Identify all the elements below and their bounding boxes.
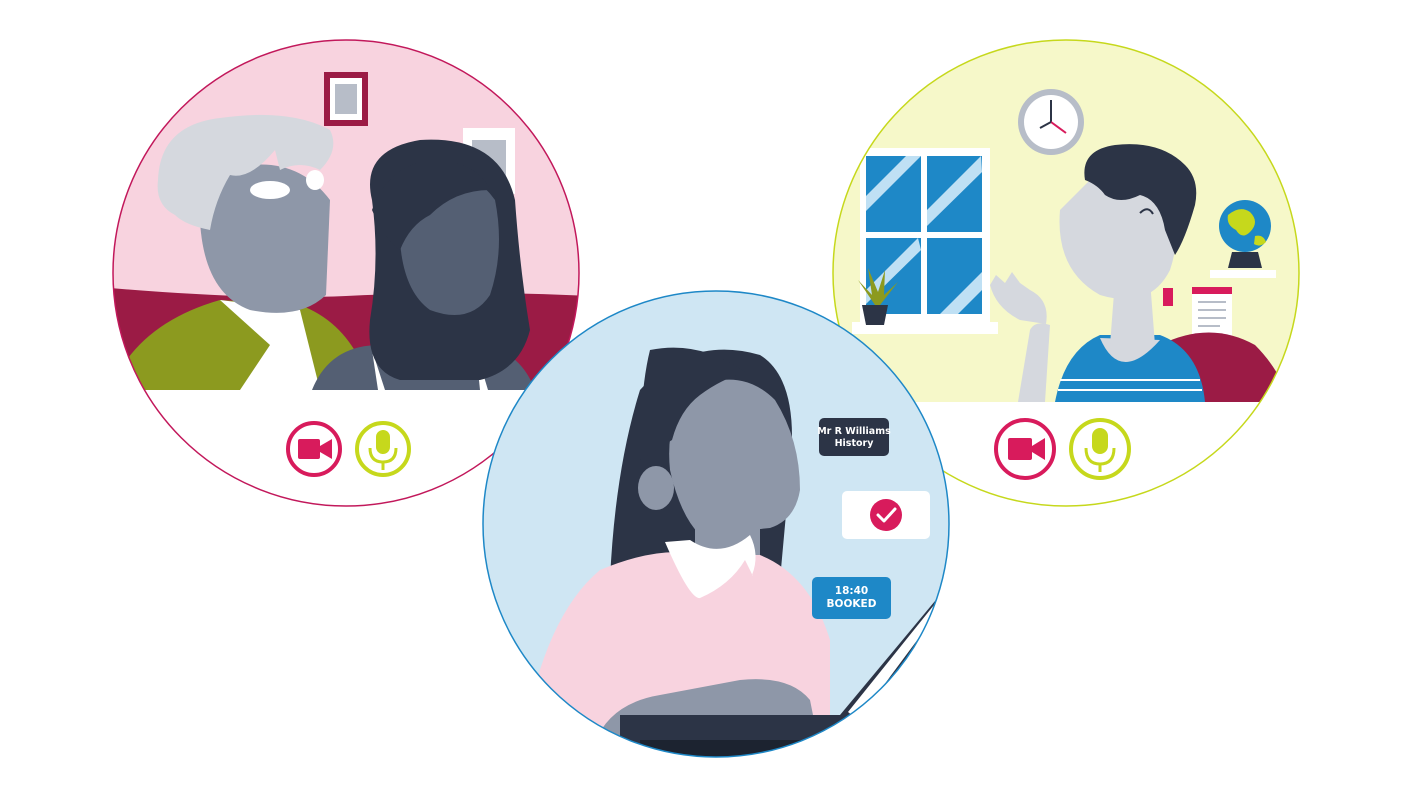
- confirm-card[interactable]: [842, 491, 930, 539]
- teacher-name-tag: Mr R Williams History: [817, 418, 891, 456]
- checkmark-icon: [870, 499, 902, 531]
- teacher-camera-button[interactable]: [994, 418, 1056, 480]
- teacher-subject: History: [835, 438, 875, 449]
- teacher-name: Mr R Williams: [817, 426, 891, 437]
- microphone-icon: [368, 430, 398, 470]
- parents-video-tile: [112, 39, 580, 507]
- parents-camera-button[interactable]: [286, 421, 342, 477]
- video-camera-icon: [298, 439, 332, 459]
- booked-status: BOOKED: [827, 598, 877, 610]
- teacher-mic-button[interactable]: [1069, 418, 1131, 480]
- booked-slot-badge[interactable]: 18:40 BOOKED: [812, 577, 891, 619]
- parents-mic-button[interactable]: [355, 421, 411, 477]
- teacher-video-tile: [832, 39, 1300, 507]
- microphone-icon: [1084, 428, 1116, 472]
- booked-time: 18:40: [835, 585, 868, 597]
- video-camera-icon: [1008, 438, 1045, 460]
